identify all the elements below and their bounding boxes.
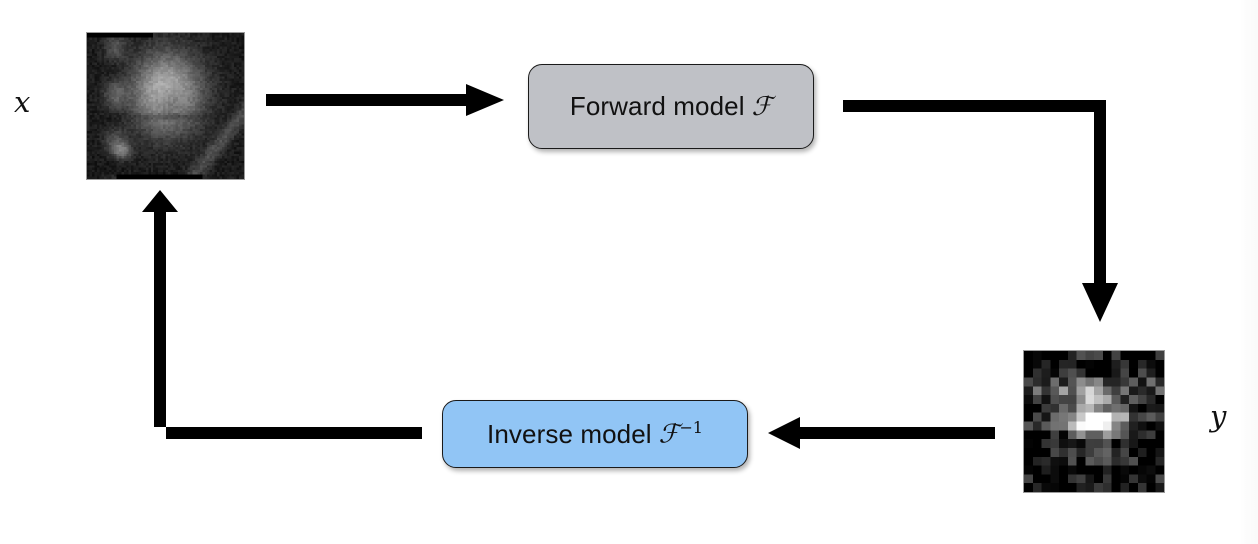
inverse-model-exponent: −1 (679, 418, 703, 438)
forward-model-label: Forward model (569, 91, 745, 121)
edge-inverse-to-x-arrow (142, 190, 422, 439)
y-image (1023, 350, 1165, 493)
inverse-model-box[interactable]: Inverse model ℱ−1 (442, 400, 748, 468)
slide-right-edge (1240, 0, 1258, 544)
inverse-model-symbol: ℱ−1 (658, 418, 703, 450)
inverse-model-label: Inverse model (487, 418, 652, 449)
forward-model-box[interactable]: Forward model ℱ (528, 64, 814, 149)
edge-forward-to-y-arrow (843, 100, 1118, 322)
edge-x-to-forward-arrow (266, 84, 504, 116)
x-image (86, 32, 245, 180)
edge-y-to-inverse-arrow (768, 417, 995, 449)
y-label: y (1210, 398, 1227, 433)
x-label: x (14, 85, 31, 119)
forward-model-symbol: ℱ (751, 91, 773, 122)
